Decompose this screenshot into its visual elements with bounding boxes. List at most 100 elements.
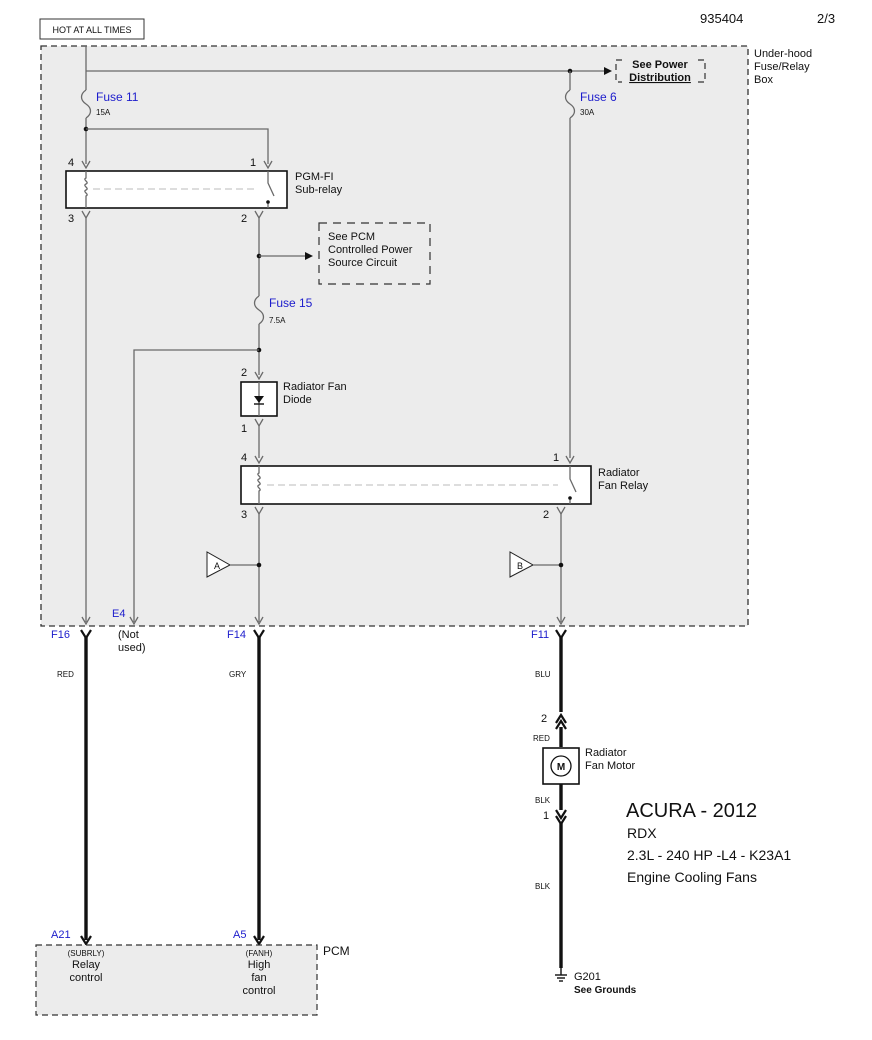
svg-text:A: A bbox=[214, 561, 220, 571]
f14-label: F14 bbox=[227, 629, 246, 641]
a21-label: A21 bbox=[51, 929, 71, 941]
svg-text:M: M bbox=[557, 762, 565, 773]
fuse-box-label-line1: Under-hood bbox=[754, 48, 812, 60]
see-power-distribution-ref: See Power Distribution bbox=[615, 58, 706, 84]
motor-pin2-connector-icon bbox=[555, 712, 567, 730]
e4-label: E4 bbox=[112, 608, 125, 620]
fuse6-rating: 30A bbox=[580, 108, 595, 117]
a21-connector-icon bbox=[80, 935, 92, 947]
motor-wire-blk: BLK bbox=[535, 796, 551, 805]
wire-color-gry: GRY bbox=[229, 670, 247, 679]
svg-text:B: B bbox=[517, 561, 523, 571]
motor-label-line1: Radiator bbox=[585, 747, 627, 759]
not-used-line2: used) bbox=[118, 642, 146, 654]
pcm-terminal1-line2: control bbox=[69, 972, 102, 984]
e4-connector-icon bbox=[129, 616, 139, 626]
not-used-line1: (Not bbox=[118, 629, 139, 641]
under-hood-fuse-relay-box bbox=[40, 45, 749, 627]
fuse11-rating: 15A bbox=[96, 108, 111, 117]
doc-number: 935404 bbox=[700, 11, 743, 26]
fuse11-name: Fuse 11 bbox=[96, 90, 139, 104]
fan-relay-pin3-label: 3 bbox=[241, 509, 247, 521]
motor-icon bbox=[550, 755, 572, 777]
reference-a-marker: A bbox=[206, 551, 262, 578]
pgmfi-pin4-connector-icon bbox=[81, 160, 91, 170]
pgmfi-sub-relay bbox=[65, 170, 288, 209]
pgmfi-pin4-label: 4 bbox=[68, 157, 74, 169]
fuse15-icon bbox=[253, 295, 265, 325]
fan-relay-pin1-connector-icon bbox=[565, 455, 575, 465]
fuse15-rating: 7.5A bbox=[269, 316, 286, 325]
diode-pin1-label: 1 bbox=[241, 423, 247, 435]
pcm-terminal2-code: (FANH) bbox=[246, 949, 273, 958]
f14-connector-icon bbox=[254, 616, 264, 626]
wire-to-e4 bbox=[133, 349, 259, 622]
pgmfi-pin2-label: 2 bbox=[241, 213, 247, 225]
a5-connector-icon bbox=[253, 935, 265, 947]
power-distribution-arrow-icon bbox=[604, 67, 612, 75]
fuse6-icon bbox=[564, 89, 576, 119]
ground-note: See Grounds bbox=[574, 985, 637, 996]
vehicle-model: RDX bbox=[627, 825, 657, 841]
svg-text:See Power: See Power bbox=[632, 59, 688, 71]
pcm-terminal2-line1: High bbox=[248, 959, 271, 971]
diode-label-line2: Diode bbox=[283, 394, 312, 406]
f16-connector-icon bbox=[81, 616, 91, 626]
fuse11-icon bbox=[80, 89, 92, 119]
ground-id: G201 bbox=[574, 971, 601, 983]
a5-label: A5 bbox=[233, 929, 246, 941]
wire-color-red: RED bbox=[57, 670, 74, 679]
diode-icon bbox=[254, 396, 264, 403]
ground-symbol-icon bbox=[555, 966, 567, 982]
motor-pin2-label: 2 bbox=[541, 713, 547, 725]
svg-text:Distribution: Distribution bbox=[629, 72, 691, 84]
see-pcm-power-source-ref: See PCM Controlled Power Source Circuit bbox=[318, 222, 431, 285]
fan-relay-pin1-label: 1 bbox=[553, 452, 559, 464]
svg-text:Controlled Power: Controlled Power bbox=[328, 244, 413, 256]
fan-relay-label-line2: Fan Relay bbox=[598, 480, 649, 492]
pgmfi-pin1-connector-icon bbox=[263, 160, 273, 170]
fuse-box-label-line2: Fuse/Relay bbox=[754, 61, 810, 73]
reference-b-marker: B bbox=[509, 551, 564, 578]
radiator-fan-motor: M bbox=[542, 747, 580, 785]
fuse-box-label-line3: Box bbox=[754, 74, 773, 86]
vehicle-engine: 2.3L - 240 HP -L4 - K23A1 bbox=[627, 847, 791, 863]
diode-pin2-connector-icon bbox=[254, 371, 264, 381]
fan-relay-label-line1: Radiator bbox=[598, 467, 640, 479]
hot-at-all-times-box bbox=[39, 18, 145, 40]
f11-label: F11 bbox=[531, 629, 549, 641]
pcm-box bbox=[35, 944, 318, 1016]
pcm-terminal1-code: (SUBRLY) bbox=[68, 949, 105, 958]
radiator-fan-diode bbox=[240, 381, 278, 417]
pgmfi-label-line2: Sub-relay bbox=[295, 184, 343, 196]
fan-relay-pin2-label: 2 bbox=[543, 509, 549, 521]
diode-pin2-label: 2 bbox=[241, 367, 247, 379]
diode-label-line1: Radiator Fan bbox=[283, 381, 347, 393]
f16-label: F16 bbox=[51, 629, 70, 641]
pgmfi-pin1-label: 1 bbox=[250, 157, 256, 169]
wire-color-blu: BLU bbox=[535, 670, 551, 679]
pgmfi-pin3-label: 3 bbox=[68, 213, 74, 225]
wire-color-blk: BLK bbox=[535, 882, 551, 891]
fuse6-name: Fuse 6 bbox=[580, 90, 617, 104]
pgmfi-label-line1: PGM-FI bbox=[295, 171, 334, 183]
vehicle-title: ACURA - 2012 bbox=[626, 800, 757, 822]
motor-pin1-label: 1 bbox=[543, 810, 549, 822]
fuse15-name: Fuse 15 bbox=[269, 296, 313, 310]
vehicle-system: Engine Cooling Fans bbox=[627, 869, 757, 885]
svg-text:Source Circuit: Source Circuit bbox=[328, 257, 397, 269]
pcm-terminal2-line2: fan bbox=[251, 972, 266, 984]
radiator-fan-relay bbox=[240, 465, 592, 505]
svg-text:See PCM: See PCM bbox=[328, 231, 375, 243]
pcm-terminal2-line3: control bbox=[242, 985, 275, 997]
f11-connector-icon bbox=[556, 616, 566, 626]
motor-label-line2: Fan Motor bbox=[585, 760, 635, 772]
page-number: 2/3 bbox=[817, 11, 835, 26]
motor-pin1-connector-icon bbox=[555, 809, 567, 827]
fan-relay-pin4-connector-icon bbox=[254, 455, 264, 465]
hot-at-all-times-label: HOT AT ALL TIMES bbox=[52, 25, 131, 35]
fan-relay-pin4-label: 4 bbox=[241, 452, 247, 464]
pcm-label: PCM bbox=[323, 944, 350, 958]
pcm-terminal1-line1: Relay bbox=[72, 959, 101, 971]
